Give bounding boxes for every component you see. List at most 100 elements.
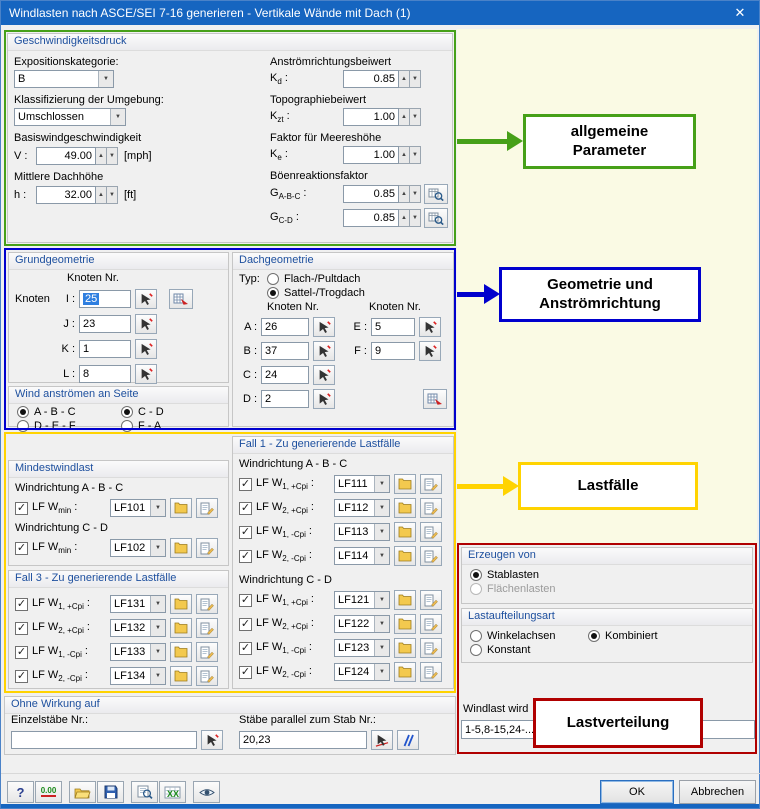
edit-loadcase-button[interactable] — [420, 638, 442, 658]
close-icon[interactable]: ✕ — [734, 5, 746, 20]
spin-down-icon[interactable]: ▼ — [107, 186, 118, 204]
lf-checkbox[interactable]: ✓ — [15, 501, 28, 515]
kzt-field[interactable]: 1.00 ▲ ▼ — [343, 108, 421, 126]
node-j-field[interactable]: 23 — [79, 315, 131, 333]
radio-side-abc[interactable]: A - B - C — [17, 406, 121, 418]
new-loadcase-button[interactable] — [394, 498, 416, 518]
loadcase-select[interactable]: LF121▼ — [334, 591, 390, 609]
ok-button[interactable]: OK — [600, 780, 674, 804]
node-e-field[interactable]: 5 — [371, 318, 415, 336]
chevron-down-icon[interactable]: ▼ — [150, 668, 165, 684]
lf-checkbox[interactable]: ✓ — [239, 477, 252, 491]
loadcase-select[interactable]: LF112▼ — [334, 499, 390, 517]
chevron-down-icon[interactable]: ▼ — [150, 620, 165, 636]
loadcase-select[interactable]: LF114▼ — [334, 547, 390, 565]
loadcase-select[interactable]: LF111▼ — [334, 475, 390, 493]
gabc-field[interactable]: 0.85 ▲ ▼ — [343, 185, 421, 203]
node-i-field[interactable]: 25 — [79, 290, 131, 308]
pick-node-button[interactable] — [135, 314, 157, 334]
pick-node-button[interactable] — [313, 389, 335, 409]
spin-down-icon[interactable]: ▼ — [410, 146, 421, 164]
exposure-select[interactable]: B ▼ — [14, 70, 114, 88]
loadcase-select[interactable]: LF132▼ — [110, 619, 166, 637]
roof-height-field[interactable]: 32.00 ▲ ▼ — [36, 186, 118, 204]
lf-checkbox[interactable]: ✓ — [239, 641, 252, 655]
lf-checkbox[interactable]: ✓ — [239, 593, 252, 607]
loadcase-select[interactable]: LF101▼ — [110, 499, 166, 517]
chevron-down-icon[interactable]: ▼ — [110, 109, 125, 125]
edit-loadcase-button[interactable] — [420, 498, 442, 518]
radio-side-def[interactable]: D - E - F — [17, 420, 121, 432]
new-loadcase-button[interactable] — [170, 666, 192, 686]
spin-down-icon[interactable]: ▼ — [410, 108, 421, 126]
loadcase-select[interactable]: LF133▼ — [110, 643, 166, 661]
node-a-field[interactable]: 26 — [261, 318, 309, 336]
find-button[interactable] — [131, 781, 158, 803]
ke-field[interactable]: 1.00 ▲ ▼ — [343, 146, 421, 164]
lf-checkbox[interactable]: ✓ — [15, 541, 28, 555]
spin-up-icon[interactable]: ▲ — [399, 146, 410, 164]
chevron-down-icon[interactable]: ▼ — [150, 540, 165, 556]
new-loadcase-button[interactable] — [170, 538, 192, 558]
spin-down-icon[interactable]: ▼ — [410, 209, 421, 227]
radio-side-cd[interactable]: C - D — [121, 406, 164, 418]
radio-satteldach[interactable]: Sattel-/Trogdach — [267, 287, 365, 299]
pick-line-button[interactable] — [371, 730, 393, 750]
parallel-members-input[interactable]: 20,23 — [239, 731, 367, 749]
spin-down-icon[interactable]: ▼ — [410, 70, 421, 88]
new-loadcase-button[interactable] — [394, 590, 416, 610]
lf-checkbox[interactable]: ✓ — [239, 617, 252, 631]
edit-loadcase-button[interactable] — [420, 474, 442, 494]
pick-node-button[interactable] — [135, 289, 157, 309]
spin-up-icon[interactable]: ▲ — [399, 70, 410, 88]
spin-down-icon[interactable]: ▼ — [107, 147, 118, 165]
excel-button[interactable]: XX — [159, 781, 186, 803]
pick-node-button[interactable] — [419, 341, 441, 361]
open-button[interactable] — [69, 781, 96, 803]
edit-loadcase-button[interactable] — [196, 618, 218, 638]
node-d-field[interactable]: 2 — [261, 390, 309, 408]
edit-loadcase-button[interactable] — [196, 666, 218, 686]
chevron-down-icon[interactable]: ▼ — [374, 500, 389, 516]
radio-winkelachsen[interactable]: Winkelachsen — [470, 630, 588, 642]
new-loadcase-button[interactable] — [394, 522, 416, 542]
save-button[interactable] — [97, 781, 124, 803]
edit-loadcase-button[interactable] — [420, 522, 442, 542]
edit-loadcase-button[interactable] — [420, 590, 442, 610]
new-loadcase-button[interactable] — [394, 614, 416, 634]
new-loadcase-button[interactable] — [170, 498, 192, 518]
wind-speed-field[interactable]: 49.00 ▲ ▼ — [36, 147, 118, 165]
chevron-down-icon[interactable]: ▼ — [374, 524, 389, 540]
node-f-field[interactable]: 9 — [371, 342, 415, 360]
cancel-button[interactable]: Abbrechen — [679, 780, 756, 804]
chevron-down-icon[interactable]: ▼ — [374, 616, 389, 632]
loadcase-select[interactable]: LF134▼ — [110, 667, 166, 685]
lf-checkbox[interactable]: ✓ — [239, 665, 252, 679]
pick-all-nodes-button[interactable] — [169, 289, 193, 309]
loadcase-select[interactable]: LF122▼ — [334, 615, 390, 633]
pick-node-button[interactable] — [313, 341, 335, 361]
lf-checkbox[interactable]: ✓ — [15, 669, 28, 683]
new-loadcase-button[interactable] — [394, 474, 416, 494]
chevron-down-icon[interactable]: ▼ — [150, 596, 165, 612]
spin-down-icon[interactable]: ▼ — [410, 185, 421, 203]
loadcase-select[interactable]: LF113▼ — [334, 523, 390, 541]
edit-loadcase-button[interactable] — [196, 538, 218, 558]
spin-up-icon[interactable]: ▲ — [399, 185, 410, 203]
pick-all-nodes-button[interactable] — [423, 389, 447, 409]
chevron-down-icon[interactable]: ▼ — [150, 500, 165, 516]
radio-side-fa[interactable]: F - A — [121, 420, 161, 432]
pick-node-button[interactable] — [135, 364, 157, 384]
new-loadcase-button[interactable] — [394, 662, 416, 682]
chevron-down-icon[interactable]: ▼ — [374, 640, 389, 656]
lf-checkbox[interactable]: ✓ — [15, 621, 28, 635]
radio-stablasten[interactable]: Stablasten — [470, 569, 744, 581]
spin-up-icon[interactable]: ▲ — [399, 108, 410, 126]
view-button[interactable] — [193, 781, 220, 803]
chevron-down-icon[interactable]: ▼ — [374, 476, 389, 492]
spin-up-icon[interactable]: ▲ — [96, 147, 107, 165]
new-loadcase-button[interactable] — [394, 546, 416, 566]
new-loadcase-button[interactable] — [170, 618, 192, 638]
lf-checkbox[interactable]: ✓ — [239, 549, 252, 563]
node-l-field[interactable]: 8 — [79, 365, 131, 383]
